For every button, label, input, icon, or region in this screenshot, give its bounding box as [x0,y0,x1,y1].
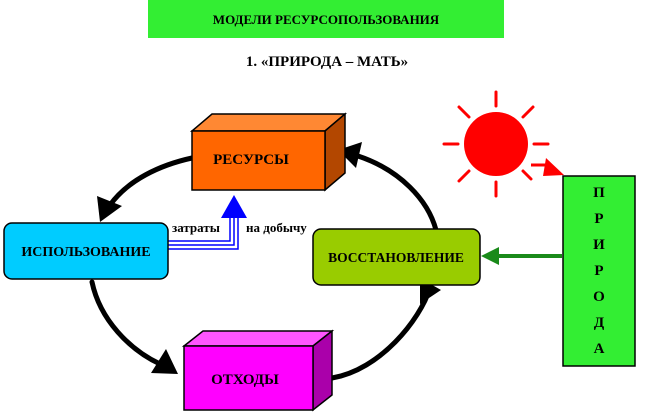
nature-letter: Р [594,263,603,279]
node-resources: РЕСУРСЫ [189,112,348,192]
node-waste-label: ОТХОДЫ [211,372,279,388]
arrowhead-to-waste [151,349,178,374]
header-banner [148,0,504,38]
extraction-label: на добычу [246,220,307,235]
nature-letter: П [593,185,605,201]
arc-resources-to-usage [107,155,195,208]
nature-arrow [481,247,562,265]
sun-icon [442,90,564,198]
arrowhead-to-usage [97,196,122,222]
nature-letter: Д [594,315,605,331]
nature-letter: А [594,341,605,357]
arc-waste-to-restoration [329,285,433,381]
costs-arrow [168,195,247,250]
arc-restoration-to-resources [355,153,439,233]
nature-letter: И [593,237,605,253]
arc-usage-to-waste [89,279,163,367]
node-restoration-label: ВОССТАНОВЛЕНИЕ [328,250,464,265]
node-nature: П Р И Р О Д А [562,175,636,367]
header-title: МОДЕЛИ РЕСУРСОПОЛЬЗОВАНИЯ [213,12,440,27]
node-resources-label: РЕСУРСЫ [213,152,289,168]
node-usage-label: ИСПОЛЬЗОВАНИЕ [21,245,150,260]
costs-label: затраты [172,220,220,235]
node-usage: ИСПОЛЬЗОВАНИЕ [3,222,169,280]
node-waste: ОТХОДЫ [181,329,335,412]
node-restoration: ВОССТАНОВЛЕНИЕ [312,228,481,286]
model-subtitle: 1. «ПРИРОДА – МАТЬ» [246,54,408,70]
nature-letter: О [593,289,605,305]
nature-letter: Р [594,211,603,227]
